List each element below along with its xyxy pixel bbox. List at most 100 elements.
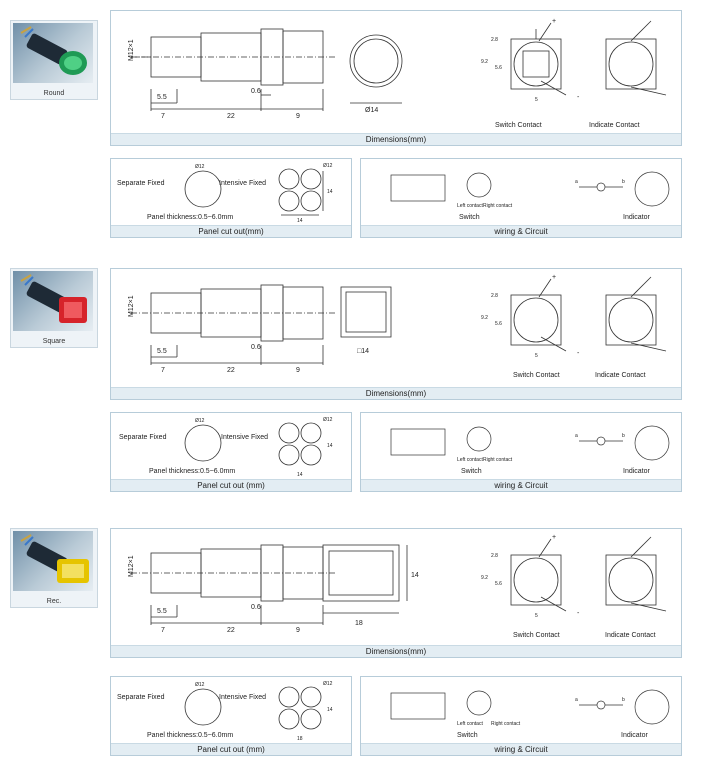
panel-cutout-round: Separate Fixed Intensive Fixed Ø12 Ø12 1… <box>110 158 352 238</box>
dimensions-panel-rec: M12×1 5.5 7 22 0.6 9 18 14 2.8 9.2 5.6 5… <box>110 528 682 658</box>
variant-label: Square <box>42 338 66 345</box>
svg-text:-: - <box>577 350 580 357</box>
svg-text:9.2: 9.2 <box>481 575 488 581</box>
svg-text:Ø12: Ø12 <box>323 417 333 423</box>
dimensions-panel-round: M12×1 5.5 7 22 0.6 9 Ø14 2.8 9.2 5.6 5 +… <box>110 10 682 146</box>
svg-text:Right contact: Right contact <box>483 203 513 209</box>
svg-text:0.6: 0.6 <box>251 344 261 351</box>
svg-text:18: 18 <box>297 736 303 742</box>
svg-text:Ø14: Ø14 <box>365 107 378 114</box>
svg-text:14: 14 <box>327 443 333 449</box>
svg-text:Switch: Switch <box>461 468 482 475</box>
svg-text:2.8: 2.8 <box>491 37 498 43</box>
variant-label: Rec. <box>46 598 62 605</box>
svg-text:5: 5 <box>535 353 538 359</box>
svg-text:18: 18 <box>355 620 363 627</box>
svg-text:Left contact: Left contact <box>457 457 483 463</box>
svg-text:Indicator: Indicator <box>623 468 651 475</box>
dimensions-caption: Dimensions(mm) <box>111 387 681 399</box>
wiring-panel-rec: Left contact Right contact a b Switch In… <box>360 676 682 756</box>
svg-text:5.5: 5.5 <box>157 94 167 101</box>
product-photo-square <box>13 271 93 331</box>
svg-text:9: 9 <box>296 113 300 120</box>
svg-text:M12×1: M12×1 <box>128 39 135 61</box>
dimensions-caption: Dimensions(mm) <box>111 133 681 145</box>
svg-text:□14: □14 <box>357 348 369 355</box>
svg-text:+: + <box>552 18 556 25</box>
svg-text:7: 7 <box>161 627 165 634</box>
svg-text:7: 7 <box>161 113 165 120</box>
svg-text:Left contact: Left contact <box>457 721 483 727</box>
svg-text:Panel thickness:0.5~6.0mm: Panel thickness:0.5~6.0mm <box>149 468 235 475</box>
svg-text:b: b <box>622 179 625 185</box>
svg-text:5: 5 <box>535 97 538 103</box>
svg-text:Panel thickness:0.5~6.0mm: Panel thickness:0.5~6.0mm <box>147 732 233 739</box>
indicator-label: Indicator <box>623 214 651 221</box>
indicate-contact-label: Indicate Contact <box>589 122 640 129</box>
svg-text:Ø12: Ø12 <box>195 164 205 170</box>
dimension-drawing-round: M12×1 5.5 7 22 0.6 9 Ø14 2.8 9.2 5.6 5 +… <box>128 18 667 129</box>
svg-text:Separate Fixed: Separate Fixed <box>117 694 165 701</box>
svg-text:22: 22 <box>227 367 235 374</box>
svg-text:M12×1: M12×1 <box>128 555 135 577</box>
svg-text:14: 14 <box>327 189 333 195</box>
svg-text:Switch Contact: Switch Contact <box>513 372 560 379</box>
product-thumb-round: Round <box>10 20 98 100</box>
switch-contact-label: Switch Contact <box>495 122 542 129</box>
svg-text:Right contact: Right contact <box>491 721 521 727</box>
panel-cutout-rec: Separate Fixed Intensive Fixed Ø12 Ø12 1… <box>110 676 352 756</box>
svg-text:-: - <box>577 610 580 617</box>
svg-text:-: - <box>577 94 580 101</box>
svg-text:Intensive Fixed: Intensive Fixed <box>219 180 266 187</box>
svg-text:Separate Fixed: Separate Fixed <box>117 180 165 187</box>
svg-text:14: 14 <box>327 707 333 713</box>
svg-text:Switch: Switch <box>457 732 478 739</box>
switch-label: Switch <box>459 214 480 221</box>
svg-text:+: + <box>552 534 556 541</box>
svg-text:Left contact: Left contact <box>457 203 483 209</box>
svg-text:14: 14 <box>297 472 303 478</box>
product-thumb-square: Square <box>10 268 98 348</box>
svg-text:5.6: 5.6 <box>495 581 502 587</box>
svg-text:Indicator: Indicator <box>621 732 649 739</box>
svg-text:Switch Contact: Switch Contact <box>513 632 560 639</box>
svg-text:a: a <box>575 179 578 185</box>
wiring-panel-round: Left contact Right contact a b Switch In… <box>360 158 682 238</box>
product-photo-rec <box>13 531 93 591</box>
svg-text:9: 9 <box>296 367 300 374</box>
svg-text:Right contact: Right contact <box>483 457 513 463</box>
variant-label: Round <box>43 90 65 97</box>
dimensions-caption: Dimensions(mm) <box>111 645 681 657</box>
svg-text:Panel thickness:0.5~6.0mm: Panel thickness:0.5~6.0mm <box>147 214 233 221</box>
svg-text:2.8: 2.8 <box>491 293 498 299</box>
dimensions-panel-square: M12×1 5.5 7 22 0.6 9 □14 2.8 9.2 5.6 5 +… <box>110 268 682 400</box>
product-thumb-rec: Rec. <box>10 528 98 608</box>
svg-text:2.8: 2.8 <box>491 553 498 559</box>
svg-text:Intensive Fixed: Intensive Fixed <box>219 694 266 701</box>
svg-text:9.2: 9.2 <box>481 315 488 321</box>
svg-text:5: 5 <box>535 613 538 619</box>
svg-text:M12×1: M12×1 <box>128 295 135 317</box>
svg-text:a: a <box>575 697 578 703</box>
svg-text:5.5: 5.5 <box>157 608 167 615</box>
svg-text:5.6: 5.6 <box>495 65 502 71</box>
svg-text:9.2: 9.2 <box>481 59 488 65</box>
panel-cutout-caption: Panel cut out(mm) <box>111 225 351 237</box>
svg-text:0.6: 0.6 <box>251 88 261 95</box>
svg-text:Ø12: Ø12 <box>195 418 205 424</box>
svg-text:14: 14 <box>297 218 303 224</box>
svg-text:b: b <box>622 697 625 703</box>
svg-text:Indicate Contact: Indicate Contact <box>595 372 646 379</box>
product-photo-round <box>13 23 93 83</box>
svg-text:9: 9 <box>296 627 300 634</box>
svg-text:22: 22 <box>227 627 235 634</box>
svg-text:Indicate Contact: Indicate Contact <box>605 632 656 639</box>
svg-text:0.6: 0.6 <box>251 604 261 611</box>
svg-text:14: 14 <box>411 572 419 579</box>
svg-text:b: b <box>622 433 625 439</box>
svg-text:Intensive Fixed: Intensive Fixed <box>221 434 268 441</box>
svg-text:Ø12: Ø12 <box>323 681 333 687</box>
svg-text:7: 7 <box>161 367 165 374</box>
svg-text:22: 22 <box>227 113 235 120</box>
svg-text:+: + <box>552 274 556 281</box>
